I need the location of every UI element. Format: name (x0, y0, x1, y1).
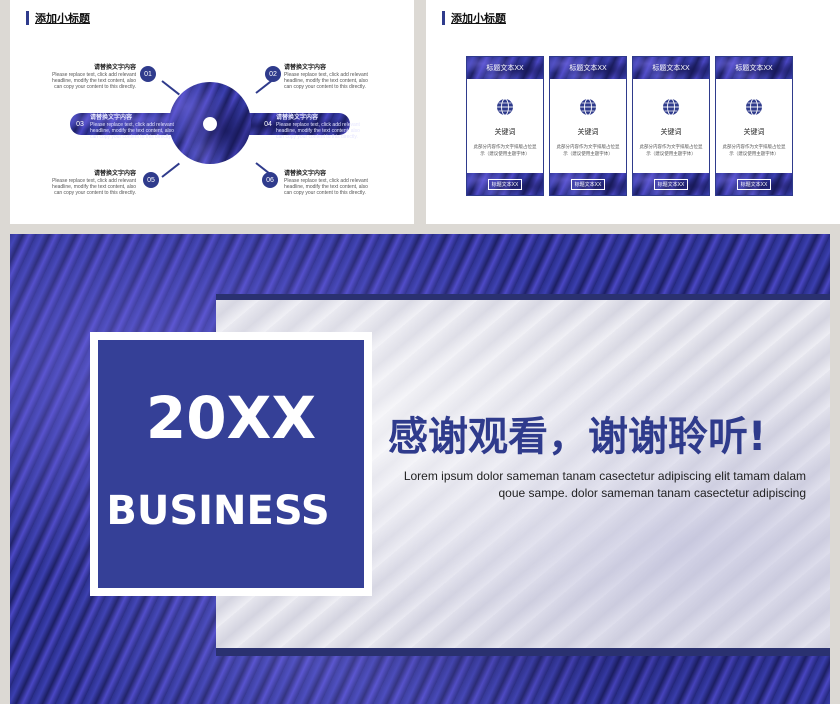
number-badge-04: 04 (264, 120, 272, 128)
card-title: 标题文本XX (633, 57, 709, 79)
card-description: 此部分内容作为文字排版占位显示（建议使用主题字体） (639, 144, 703, 156)
card-keyword: 关键词 (577, 129, 599, 136)
text-block-06: 请替换文字内容 Please replace text, click add r… (284, 170, 370, 196)
card-footer: 标题文本XX (550, 173, 626, 195)
card-button[interactable]: 标题文本XX (570, 178, 606, 190)
slide-main-closing[interactable]: 20XX BUSINESS 感谢观看，谢谢聆听! Lorem ipsum dol… (10, 234, 830, 704)
card-button[interactable]: 标题文本XX (653, 178, 689, 190)
globe-icon (663, 98, 679, 116)
text-body: Please replace text, click add relevant … (276, 122, 360, 140)
text-block-02: 请替换文字内容 Please replace text, click add r… (284, 64, 370, 90)
text-heading: 请替换文字内容 (90, 115, 133, 121)
card-4: 标题文本XX 关键词 此部分内容作为文字排版占位显示（建议使用主题字体） 标题文… (715, 56, 793, 196)
card-description: 此部分内容作为文字排版占位显示（建议使用主题字体） (473, 144, 537, 156)
card-keyword: 关键词 (494, 129, 516, 136)
card-footer: 标题文本XX (467, 173, 543, 195)
number-badge-05: 05 (143, 172, 159, 188)
slide-thumbnail-diagram[interactable]: 添加小标题 01 02 03 04 05 06 请替换文字内容 Please r… (10, 0, 414, 224)
card-button[interactable]: 标题文本XX (736, 178, 772, 190)
card-2: 标题文本XX 关键词 此部分内容作为文字排版占位显示（建议使用主题字体） 标题文… (549, 56, 627, 196)
card-1: 标题文本XX 关键词 此部分内容作为文字排版占位显示（建议使用主题字体） 标题文… (466, 56, 544, 196)
text-heading: 请替换文字内容 (276, 115, 319, 121)
diagram-hub-hole (203, 117, 217, 131)
number-badge-02: 02 (265, 66, 281, 82)
text-heading: 请替换文字内容 (93, 171, 136, 177)
text-body: Please replace text, click add relevant … (52, 72, 136, 90)
globe-icon (497, 98, 513, 116)
slide-thumbnail-cards[interactable]: 添加小标题 标题文本XX 关键词 此部分内容作为文字排版占位显示（建议使用主题字… (426, 0, 840, 224)
text-block-01: 请替换文字内容 Please replace text, click add r… (50, 64, 136, 90)
card-description: 此部分内容作为文字排版占位显示（建议使用主题字体） (722, 144, 786, 156)
subtitle-text: 添加小标题 (451, 13, 506, 25)
pointer-05 (161, 162, 180, 178)
slide-subtitle: 添加小标题 (26, 10, 90, 26)
card-footer: 标题文本XX (633, 173, 709, 195)
year-title: 20XX (145, 384, 317, 452)
business-title: BUSINESS (106, 488, 330, 534)
text-body: Please replace text, click add relevant … (284, 178, 368, 196)
globe-icon (746, 98, 762, 116)
text-body: Please replace text, click add relevant … (52, 178, 136, 196)
subtitle-bar (442, 11, 445, 25)
number-badge-01: 01 (140, 66, 156, 82)
card-keyword: 关键词 (660, 129, 682, 136)
subtitle-bar (26, 11, 29, 25)
card-button[interactable]: 标题文本XX (487, 178, 523, 190)
text-heading: 请替换文字内容 (284, 65, 327, 71)
slide-subtitle: 添加小标题 (442, 10, 506, 26)
text-heading: 请替换文字内容 (93, 65, 136, 71)
lorem-paragraph: Lorem ipsum dolor sameman tanam casectet… (403, 469, 806, 500)
card-title: 标题文本XX (716, 57, 792, 79)
number-badge-06: 06 (262, 172, 278, 188)
card-keyword: 关键词 (743, 129, 765, 136)
diagram-hub (169, 82, 251, 164)
globe-icon (580, 98, 596, 116)
text-block-03: 请替换文字内容 Please replace text, click add r… (90, 114, 176, 140)
card-footer: 标题文本XX (716, 173, 792, 195)
text-block-05: 请替换文字内容 Please replace text, click add r… (50, 170, 136, 196)
subtitle-text: 添加小标题 (35, 13, 90, 25)
card-title: 标题文本XX (467, 57, 543, 79)
card-title: 标题文本XX (550, 57, 626, 79)
text-body: Please replace text, click add relevant … (284, 72, 368, 90)
title-box (98, 340, 364, 588)
text-block-04: 请替换文字内容 Please replace text, click add r… (276, 114, 362, 140)
card-3: 标题文本XX 关键词 此部分内容作为文字排版占位显示（建议使用主题字体） 标题文… (632, 56, 710, 196)
text-body: Please replace text, click add relevant … (90, 122, 174, 140)
text-heading: 请替换文字内容 (284, 171, 327, 177)
card-description: 此部分内容作为文字排版占位显示（建议使用主题字体） (556, 144, 620, 156)
pointer-01 (161, 80, 180, 96)
number-badge-03: 03 (76, 120, 84, 128)
thanks-heading: 感谢观看，谢谢聆听! (388, 414, 767, 460)
